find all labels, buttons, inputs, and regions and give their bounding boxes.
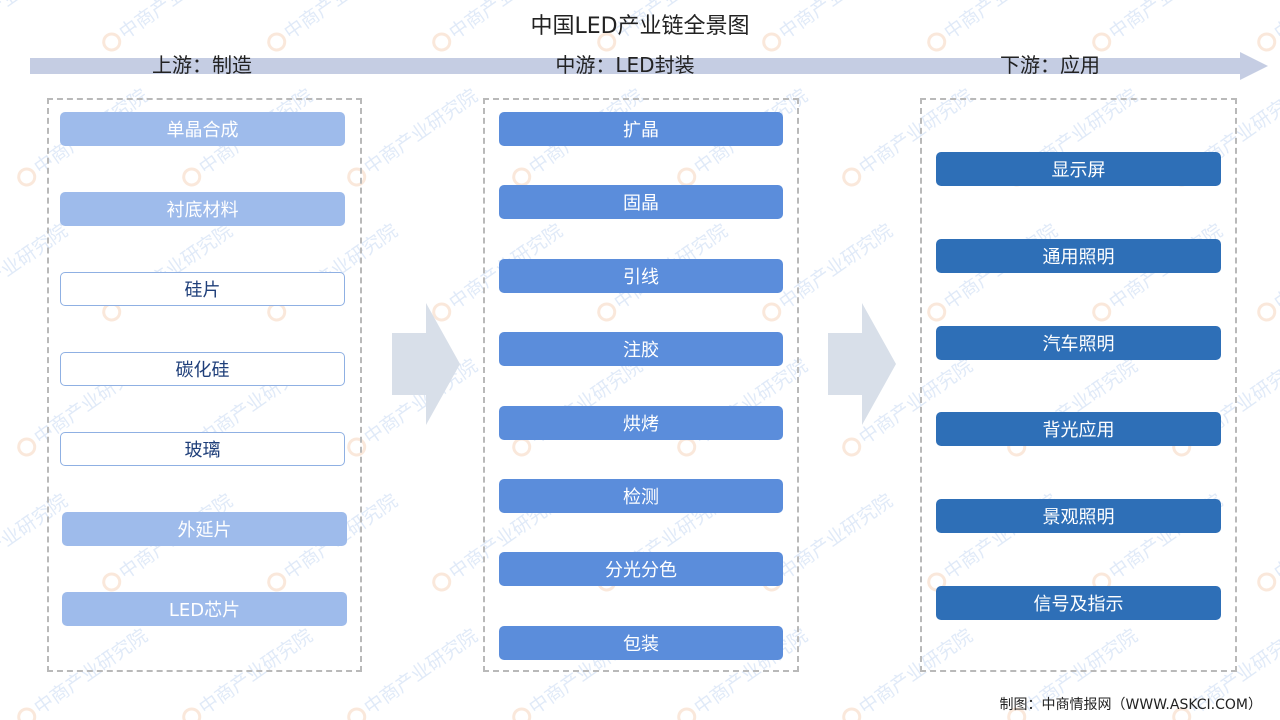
downstream-item-backlight: 背光应用 <box>936 412 1221 446</box>
watermark-logo-icon <box>17 437 37 457</box>
watermark-tile: 中商产业研究院 <box>1257 490 1280 592</box>
source-credit: 制图：中商情报网（WWW.ASKCI.COM） <box>999 697 1262 713</box>
upstream-item-led-chip: LED芯片 <box>62 592 347 626</box>
midstream-item-baking: 烘烤 <box>499 406 783 440</box>
watermark-logo-icon <box>1257 302 1277 322</box>
watermark-logo-icon <box>842 167 862 187</box>
watermark-logo-icon <box>1257 572 1277 592</box>
stage-arrow-2 <box>828 303 896 425</box>
page-title: 中国LED产业链全景图 <box>530 14 750 39</box>
upstream-item-single-crystal: 单晶合成 <box>60 112 345 146</box>
midstream-item-inspection: 检测 <box>499 479 783 513</box>
flow-arrow <box>30 52 1268 80</box>
stage-label-upstream: 上游：制造 <box>152 53 252 77</box>
watermark-logo-icon <box>842 437 862 457</box>
downstream-item-display: 显示屏 <box>936 152 1221 186</box>
midstream-item-wafer-expansion: 扩晶 <box>499 112 783 146</box>
midstream-item-die-bonding: 固晶 <box>499 185 783 219</box>
downstream-box <box>920 98 1237 672</box>
watermark-logo-icon <box>347 707 367 720</box>
downstream-item-general-lighting: 通用照明 <box>936 239 1221 273</box>
midstream-item-glue-injection: 注胶 <box>499 332 783 366</box>
upstream-item-silicon-wafer: 硅片 <box>60 272 345 306</box>
midstream-item-packaging: 包装 <box>499 626 783 660</box>
watermark-text: 中商产业研究院 <box>1270 220 1280 314</box>
upstream-box <box>47 98 362 672</box>
upstream-item-silicon-carbide: 碳化硅 <box>60 352 345 386</box>
watermark-logo-icon <box>432 572 452 592</box>
watermark-text: 中商产业研究院 <box>360 85 482 179</box>
watermark-logo-icon <box>512 707 532 720</box>
watermark-logo-icon <box>677 707 697 720</box>
watermark-logo-icon <box>17 167 37 187</box>
watermark-logo-icon <box>182 707 202 720</box>
midstream-item-wire-bonding: 引线 <box>499 259 783 293</box>
downstream-item-automotive-lighting: 汽车照明 <box>936 326 1221 360</box>
downstream-item-signal-indication: 信号及指示 <box>936 586 1221 620</box>
midstream-item-sorting: 分光分色 <box>499 552 783 586</box>
watermark-logo-icon <box>842 707 862 720</box>
stage-arrow-1 <box>392 303 460 425</box>
watermark-text: 中商产业研究院 <box>1270 490 1280 584</box>
watermark-logo-icon <box>17 707 37 720</box>
midstream-box <box>483 98 799 672</box>
stage-label-downstream: 下游：应用 <box>1000 53 1100 77</box>
watermark-text: 中商产业研究院 <box>360 625 482 719</box>
watermark-tile: 中商产业研究院 <box>347 625 482 720</box>
stage-label-midstream: 中游：LED封装 <box>555 53 695 77</box>
downstream-item-landscape-lighting: 景观照明 <box>936 499 1221 533</box>
watermark-tile: 中商产业研究院 <box>1257 220 1280 322</box>
upstream-item-glass: 玻璃 <box>60 432 345 466</box>
watermark-tile: 中商产业研究院 <box>347 85 482 187</box>
upstream-item-epitaxial-wafer: 外延片 <box>62 512 347 546</box>
upstream-item-substrate: 衬底材料 <box>60 192 345 226</box>
